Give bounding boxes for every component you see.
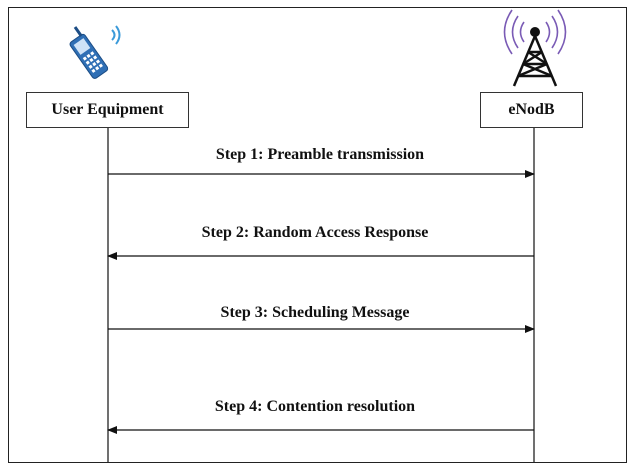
enodeb-box: eNodB [480, 92, 583, 128]
user-equipment-box: User Equipment [26, 92, 189, 128]
enodeb-label: eNodB [508, 101, 555, 118]
signal-waves-icon [111, 25, 121, 45]
message-label-step-2: Step 2: Random Access Response [201, 224, 429, 241]
user-equipment-label: User Equipment [51, 101, 164, 118]
message-label-step-4: Step 4: Contention resolution [214, 398, 416, 415]
mobile-phone-icon [69, 26, 109, 79]
radio-tower-icon [503, 9, 567, 87]
message-label-step-3: Step 3: Scheduling Message [220, 304, 410, 321]
diagram-frame [8, 7, 627, 463]
message-label-step-1: Step 1: Preamble transmission [215, 146, 425, 163]
